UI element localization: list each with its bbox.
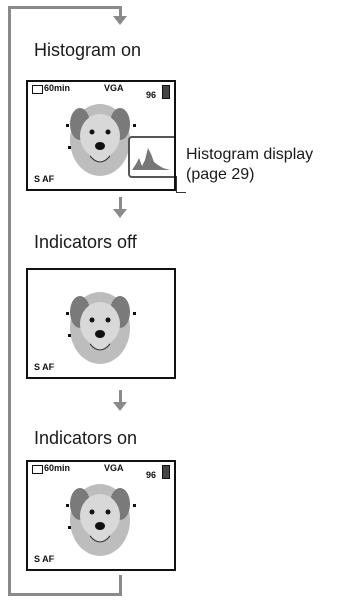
state-label-histogram-on: Histogram on bbox=[34, 40, 142, 60]
image-size: VGA bbox=[104, 463, 124, 473]
callout-histogram-display: Histogram display bbox=[186, 146, 314, 163]
af-mode: S AF bbox=[34, 554, 55, 564]
af-mode: S AF bbox=[34, 362, 55, 372]
shots-remaining: 96 bbox=[146, 470, 157, 480]
loop-line-left bbox=[8, 6, 11, 596]
arrow-shaft bbox=[119, 197, 122, 211]
dog-photo bbox=[66, 104, 136, 176]
callout-page-ref: (page 29) bbox=[186, 166, 255, 183]
memory-card-icon bbox=[162, 465, 170, 479]
histogram-icon bbox=[132, 148, 170, 170]
state-label-indicators-off: Indicators off bbox=[34, 232, 137, 252]
state-label-indicators-on: Indicators on bbox=[34, 428, 138, 448]
arrow-shaft bbox=[119, 6, 122, 18]
battery-icon bbox=[32, 85, 43, 94]
histogram-display bbox=[128, 136, 174, 178]
image-size: VGA bbox=[104, 83, 124, 93]
callout-connector bbox=[176, 176, 186, 193]
arrow-down-icon bbox=[113, 16, 127, 25]
lcd-screen-indicators-off: S AF bbox=[26, 268, 176, 379]
loop-line-bottom-stub bbox=[119, 575, 122, 596]
lcd-screen-indicators-on: 60min VGA 96 S AF bbox=[26, 460, 176, 571]
battery-time: 60min bbox=[44, 463, 71, 473]
loop-line-bottom bbox=[8, 593, 122, 596]
memory-card-icon bbox=[162, 85, 170, 99]
arrow-shaft bbox=[119, 390, 122, 404]
af-mode: S AF bbox=[34, 174, 55, 184]
dog-photo bbox=[66, 292, 136, 364]
loop-line-top bbox=[8, 6, 122, 9]
shots-remaining: 96 bbox=[146, 90, 157, 100]
arrow-down-icon bbox=[113, 209, 127, 218]
battery-icon bbox=[32, 465, 43, 474]
lcd-screen-histogram-on: 60min VGA 96 S AF bbox=[26, 80, 176, 191]
battery-time: 60min bbox=[44, 83, 71, 93]
dog-photo bbox=[66, 484, 136, 556]
arrow-down-icon bbox=[113, 402, 127, 411]
